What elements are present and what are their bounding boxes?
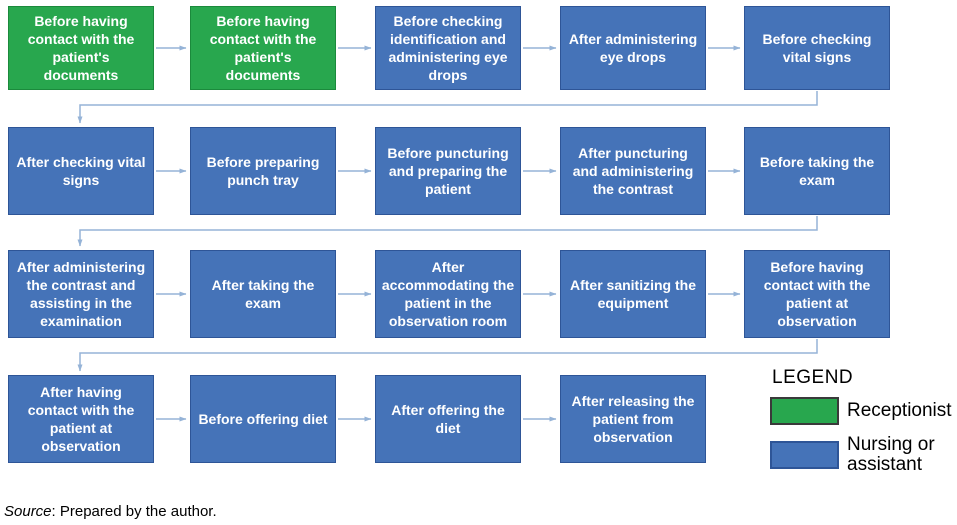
source-note-text: : Prepared by the author. [51,503,217,520]
flow-box: After taking the exam [190,250,336,338]
flow-box: Before puncturing and preparing the pati… [375,127,521,215]
source-note-label: Source [4,503,52,520]
flow-box: After releasing the patient from observa… [560,375,706,463]
flow-box: Before having contact with the patient's… [8,6,154,90]
legend-item-receptionist: Receptionist [770,397,956,425]
flow-box: After puncturing and administering the c… [560,127,706,215]
flow-box: After administering eye drops [560,6,706,90]
legend-swatch-nursing [770,441,839,469]
flow-box: Before having contact with the patient's… [190,6,336,90]
flow-box: Before offering diet [190,375,336,463]
flow-box: After having contact with the patient at… [8,375,154,463]
legend-swatch-receptionist [770,397,839,425]
legend-item-nursing: Nursing or assistant [770,435,956,475]
legend-label-receptionist: Receptionist [847,400,952,421]
flow-box: Before having contact with the patient a… [744,250,890,338]
flow-box: After checking vital signs [8,127,154,215]
flow-box: After offering the diet [375,375,521,463]
flow-box: Before checking identification and admin… [375,6,521,90]
legend-title: LEGEND [772,367,854,388]
flow-box: After sanitizing the equipment [560,250,706,338]
flow-box: Before taking the exam [744,127,890,215]
flow-box: After administering the contrast and ass… [8,250,154,338]
source-note: Source: Prepared by the author. [4,503,217,520]
flow-box: Before checking vital signs [744,6,890,90]
legend: LEGEND Receptionist Nursing or assistant [770,367,956,485]
flow-box: After accommodating the patient in the o… [375,250,521,338]
legend-label-nursing: Nursing or assistant [847,434,935,475]
flow-box: Before preparing punch tray [190,127,336,215]
